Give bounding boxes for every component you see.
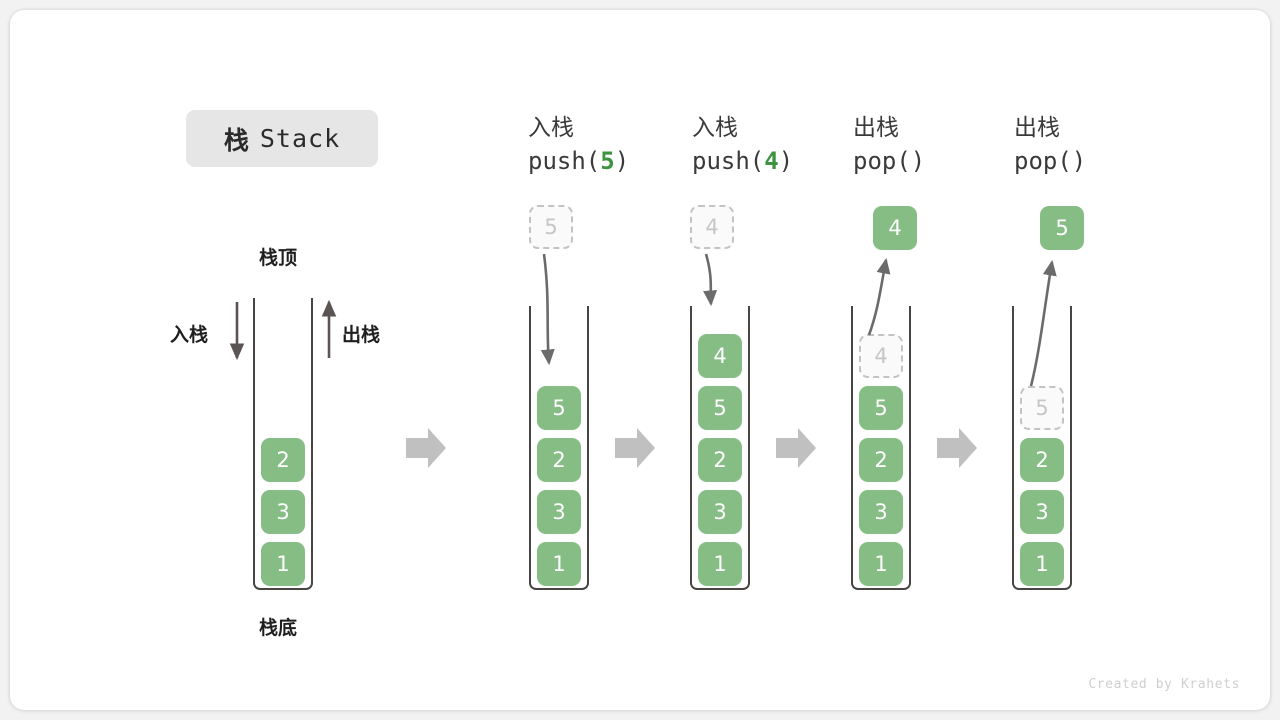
stack-cells: 4 5 2 3 1 xyxy=(851,326,911,586)
stack-cell-ghost: 5 xyxy=(1020,386,1064,430)
op-label-cn: 入栈 xyxy=(528,115,574,141)
stack-cell: 5 xyxy=(859,386,903,430)
stack-cell: 4 xyxy=(698,334,742,378)
push-direction-label: 入栈 xyxy=(170,324,209,346)
stack-cells: 5 2 3 1 xyxy=(1012,378,1072,586)
stack-cell: 1 xyxy=(698,542,742,586)
credit-text: Created by Krahets xyxy=(1088,677,1240,692)
op-label-code: push(5) xyxy=(528,144,708,178)
title-en: Stack xyxy=(259,124,341,153)
op-code-arg: 4 xyxy=(764,147,779,175)
op-code-prefix: push( xyxy=(528,147,601,175)
op-header-pop-4: 出栈 pop() xyxy=(853,112,1033,178)
stack-cell: 2 xyxy=(261,438,305,482)
op-label-cn: 出栈 xyxy=(853,115,899,141)
op-code-suffix: ) xyxy=(1071,147,1087,175)
stack-cell: 1 xyxy=(261,542,305,586)
op-code-suffix: ) xyxy=(778,147,794,175)
op-label-code: pop() xyxy=(853,144,1033,178)
stack-cell: 1 xyxy=(1020,542,1064,586)
stack-walls xyxy=(529,306,589,590)
stack-walls xyxy=(851,306,911,590)
stack-after-push-5: 5 2 3 1 xyxy=(529,306,589,590)
stack-initial: 2 3 1 xyxy=(253,298,313,590)
stage-chevron xyxy=(615,428,655,468)
push-arrow-4 xyxy=(703,253,718,307)
stack-walls xyxy=(253,298,313,590)
stack-bottom-label: 栈底 xyxy=(259,617,298,639)
op-code-prefix: pop( xyxy=(1014,147,1072,175)
op-label-code: pop() xyxy=(1014,144,1194,178)
stack-top-label: 栈顶 xyxy=(259,247,298,269)
op-code-prefix: push( xyxy=(692,147,765,175)
op-label-code: push(4) xyxy=(692,144,872,178)
stack-cell: 5 xyxy=(698,386,742,430)
stack-cell: 3 xyxy=(698,490,742,534)
push-source-cell-5: 5 xyxy=(529,205,573,249)
stack-walls xyxy=(1012,306,1072,590)
pop-result-cell-5: 5 xyxy=(1040,206,1084,250)
stack-cell: 5 xyxy=(537,386,581,430)
stack-after-push-4: 4 5 2 3 1 xyxy=(690,306,750,590)
op-label-cn: 出栈 xyxy=(1014,115,1060,141)
op-code-prefix: pop( xyxy=(853,147,911,175)
stack-cell: 2 xyxy=(859,438,903,482)
push-source-cell-4: 4 xyxy=(690,205,734,249)
op-code-arg: 5 xyxy=(600,147,615,175)
op-header-push-4: 入栈 push(4) xyxy=(692,112,872,178)
stack-cell: 2 xyxy=(698,438,742,482)
stack-cell: 2 xyxy=(1020,438,1064,482)
stack-cell: 3 xyxy=(261,490,305,534)
op-header-pop-5: 出栈 pop() xyxy=(1014,112,1194,178)
stack-during-pop-4: 4 5 2 3 1 xyxy=(851,306,911,590)
stack-during-pop-5: 5 2 3 1 xyxy=(1012,306,1072,590)
stack-cell: 3 xyxy=(537,490,581,534)
stage-chevron xyxy=(776,428,816,468)
stack-cells: 2 3 1 xyxy=(253,430,313,586)
stack-cell-ghost: 4 xyxy=(859,334,903,378)
title-cn: 栈 xyxy=(223,125,250,155)
stack-cells: 4 5 2 3 1 xyxy=(690,326,750,586)
stack-cell: 1 xyxy=(537,542,581,586)
stack-cell: 2 xyxy=(537,438,581,482)
stage-chevron xyxy=(406,428,446,468)
stack-walls xyxy=(690,306,750,590)
stack-cells: 5 2 3 1 xyxy=(529,378,589,586)
op-code-suffix: ) xyxy=(910,147,926,175)
title-badge: 栈 Stack xyxy=(186,110,378,167)
stack-cell: 3 xyxy=(1020,490,1064,534)
op-code-suffix: ) xyxy=(614,147,630,175)
op-header-push-5: 入栈 push(5) xyxy=(528,112,708,178)
stack-cell: 3 xyxy=(859,490,903,534)
op-label-cn: 入栈 xyxy=(692,115,738,141)
stack-cell: 1 xyxy=(859,542,903,586)
stage-chevron xyxy=(937,428,977,468)
pop-result-cell-4: 4 xyxy=(873,206,917,250)
pop-direction-label: 出栈 xyxy=(342,324,381,346)
